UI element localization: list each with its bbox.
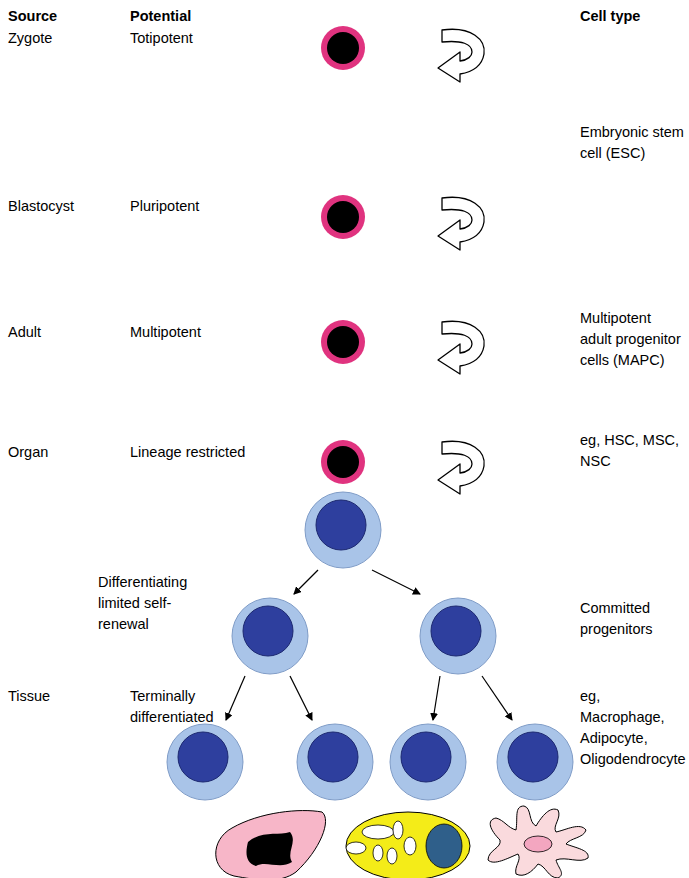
adipocyte-cell: [346, 812, 470, 878]
source-label: Tissue: [8, 686, 118, 707]
source-label: Adult: [8, 322, 118, 343]
potential-label: Terminally differentiated: [130, 686, 242, 728]
macrophage-cell: [216, 811, 326, 878]
potential-label: Multipotent: [130, 322, 250, 343]
source-label: Blastocyst: [8, 196, 118, 217]
column-header: Source: [8, 6, 118, 27]
cell-type-label: Embryonic stem cell (ESC): [580, 122, 686, 164]
stem-cell: [321, 26, 365, 484]
cell-type-label: Committed progenitors: [580, 598, 686, 640]
differentiation-arrow: [226, 570, 512, 720]
column-header: Cell type: [580, 6, 686, 27]
cell-type-label: eg, Macrophage, Adipocyte, Oligodendrocy…: [580, 686, 686, 770]
stage-label: Differentiating limited self-renewal: [98, 572, 220, 635]
potential-label: Totipotent: [130, 28, 250, 49]
potential-label: Lineage restricted: [130, 442, 250, 463]
cell-type-label: eg, HSC, MSC, NSC: [580, 430, 686, 472]
oligodendrocyte-cell: [488, 806, 588, 878]
source-label: Zygote: [8, 28, 118, 49]
source-label: Organ: [8, 442, 118, 463]
cell-type-label: Multipotent adult progenitor cells (MAPC…: [580, 308, 686, 371]
column-header: Potential: [130, 6, 250, 27]
self-renewal-arrow: [438, 29, 484, 494]
progenitor-cell: [167, 492, 573, 800]
potential-label: Pluripotent: [130, 196, 250, 217]
